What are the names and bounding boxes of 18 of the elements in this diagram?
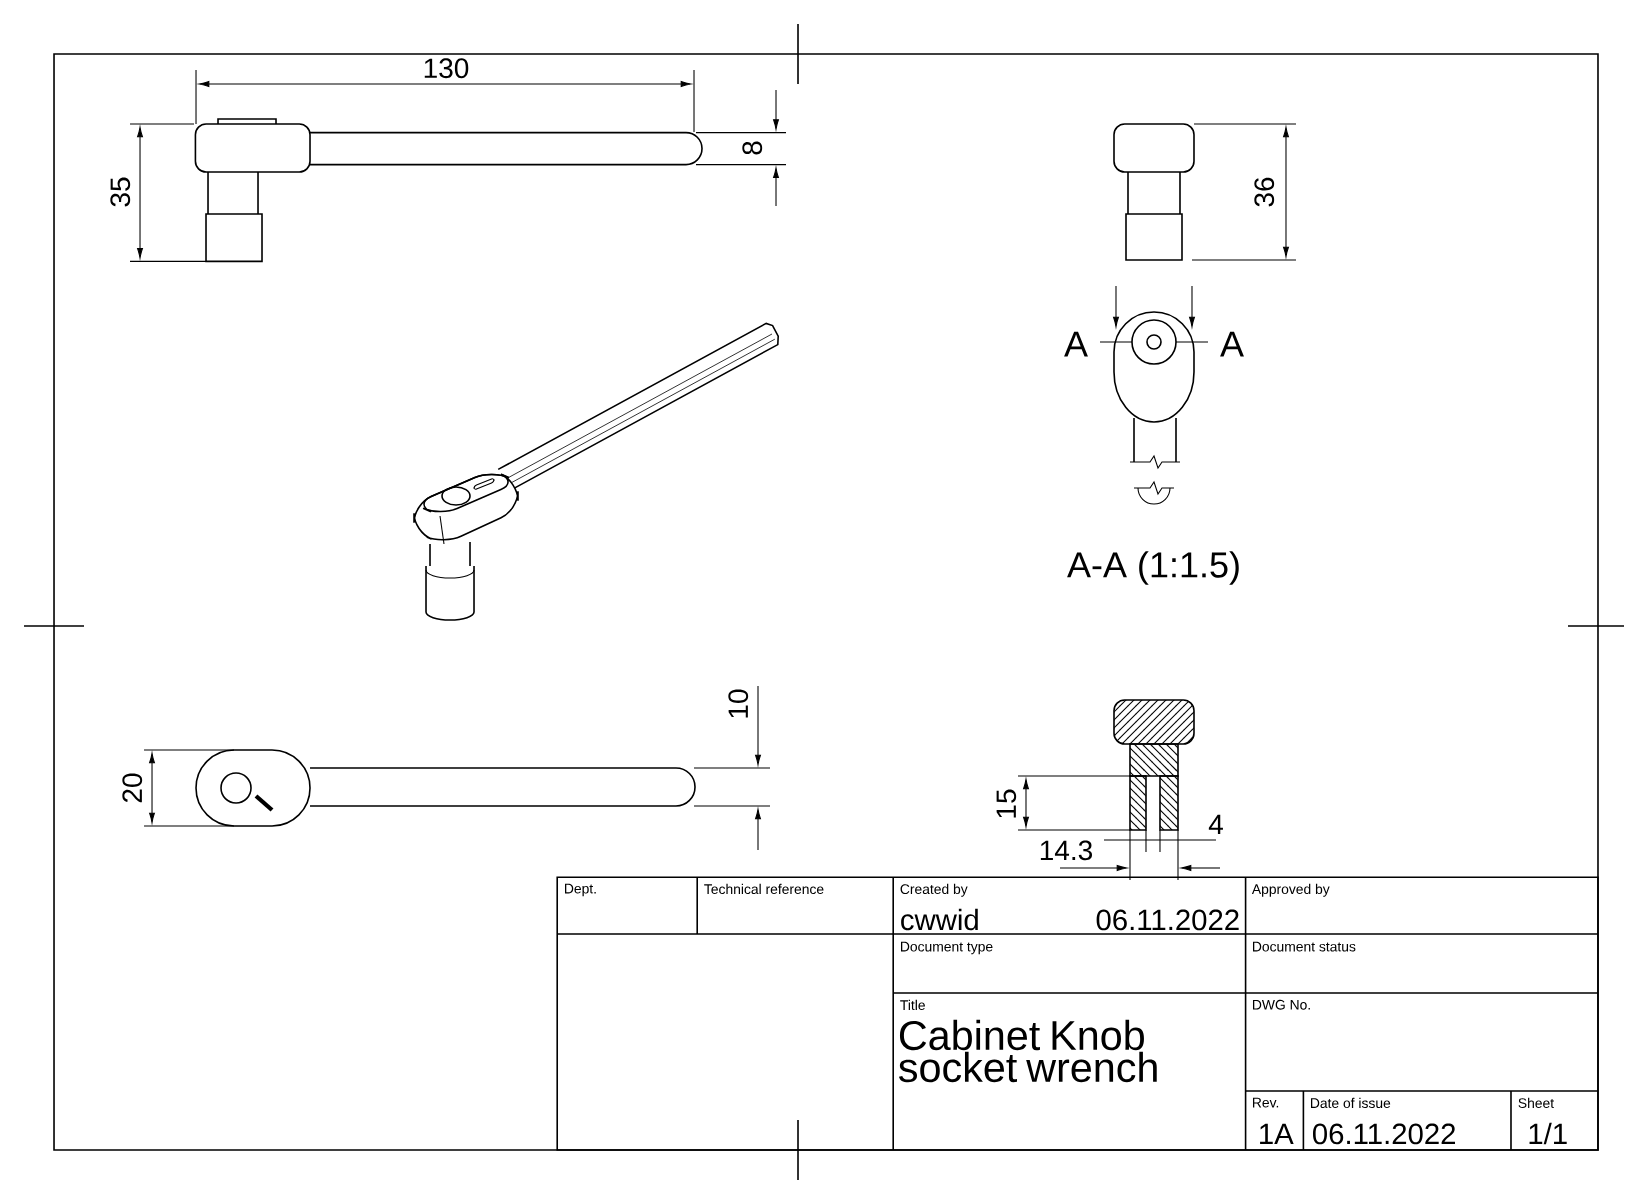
field-value: 1A <box>1260 1123 1294 1144</box>
section-letter: A <box>1220 331 1244 357</box>
dimension-value: 15 <box>996 789 1017 818</box>
dimension-value: 20 <box>122 773 143 803</box>
dimension-value: 8 <box>742 141 763 155</box>
drawing-title: Cabinet Knob socket wrench <box>899 1019 1157 1083</box>
dimension-value: 35 <box>110 177 131 207</box>
section-letter: A <box>1064 331 1088 357</box>
dimension-value: 36 <box>1254 177 1275 207</box>
dimension-value: 10 <box>728 689 749 718</box>
field-value: cwwid <box>901 908 978 931</box>
dimension-value: 4 <box>1208 814 1223 834</box>
dimension-value: 14.3 <box>1040 840 1092 861</box>
field-value: 06.11.2022 <box>1096 909 1239 931</box>
view-label: A-A (1:1.5) <box>1067 551 1239 585</box>
field-value: 1/1 <box>1529 1122 1567 1145</box>
dimension-value: 130 <box>424 58 469 79</box>
field-value: 06.11.2022 <box>1313 1123 1455 1145</box>
